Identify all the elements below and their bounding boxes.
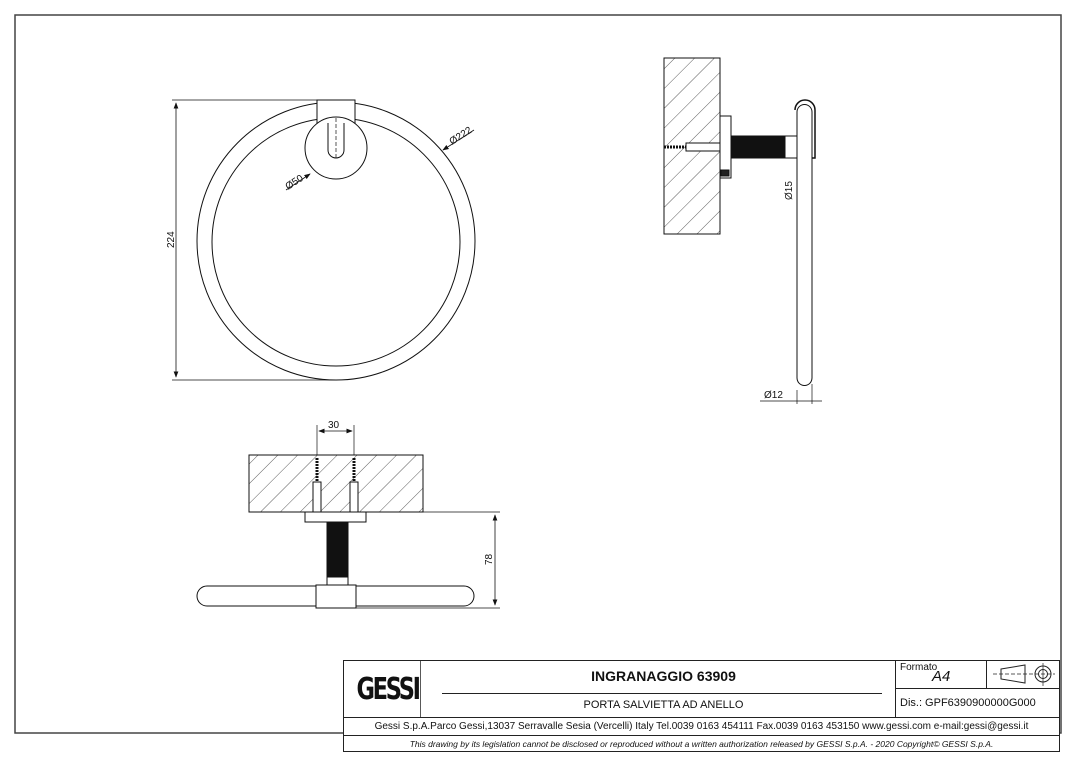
wall-section-top — [248, 454, 424, 513]
format-value: A4 — [932, 668, 951, 685]
wall-plug — [685, 142, 721, 152]
top-view — [196, 425, 500, 609]
post-top — [326, 521, 349, 578]
post-dim-label: Ø15 — [784, 181, 795, 200]
format-label: Formato — [900, 662, 938, 673]
front-view — [172, 99, 476, 381]
tube-dim-label: Ø12 — [764, 390, 783, 401]
rosette-dim-label: Ø50 — [284, 173, 306, 193]
height-dim-label: 224 — [166, 231, 177, 248]
company-address: Gessi S.p.A.Parco Gessi,13037 Serravalle… — [344, 717, 1059, 735]
drawing-number: Dis.: GPF6390900000G000 — [895, 689, 1059, 717]
ring-dim-label: Ø222 — [448, 125, 475, 148]
spacing-dim-label: 30 — [328, 420, 340, 431]
title-divider — [442, 693, 882, 694]
side-view — [663, 57, 822, 404]
wall-plate-top — [304, 511, 367, 523]
drawing-title: INGRANAGGIO 63909 — [591, 668, 736, 684]
drawing-subtitle: PORTA SALVIETTA AD ANELLO — [583, 699, 744, 711]
sheet-frame — [14, 14, 1062, 734]
first-angle-projection-icon — [986, 661, 1059, 689]
ring-tube-side — [796, 104, 813, 386]
title-block: GESSI INGRANAGGIO 63909 PORTA SALVIETTA … — [343, 660, 1060, 752]
gessi-logo: GESSI — [355, 661, 421, 717]
projection-dim-label: 78 — [484, 553, 495, 565]
collar — [315, 584, 357, 609]
copyright-disclaimer: This drawing by its legislation cannot b… — [344, 735, 1059, 751]
format-cell: Formato A4 — [895, 661, 986, 689]
wall-plate — [719, 115, 732, 179]
